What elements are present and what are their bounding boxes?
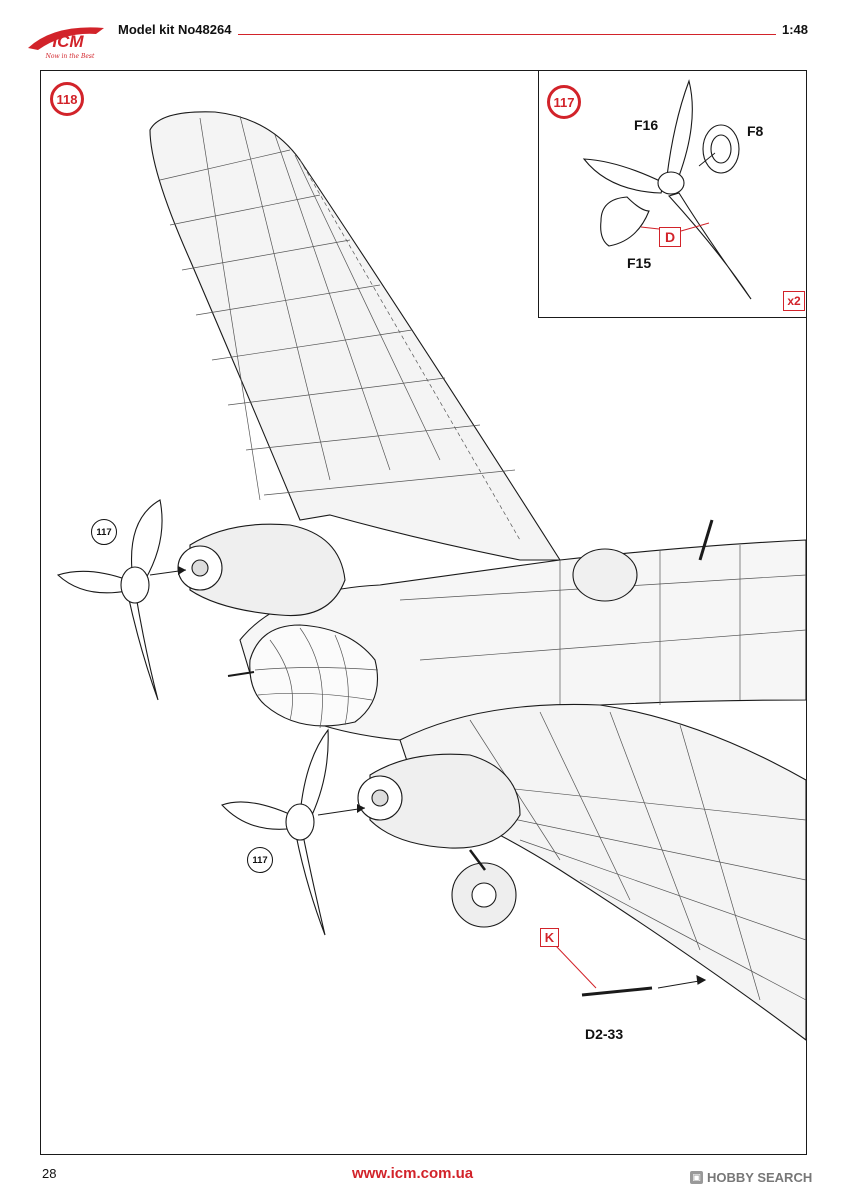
quantity-badge: x2 [783, 291, 805, 311]
page-number: 28 [42, 1166, 57, 1181]
upper-engine-nacelle [189, 523, 346, 617]
blade-left [582, 158, 665, 194]
part-label-f16: F16 [634, 117, 659, 133]
lower-engine-nacelle [369, 753, 521, 849]
scale-label: 1:48 [782, 22, 809, 37]
header-rule [238, 34, 776, 35]
website-link[interactable]: www.icm.com.ua [352, 1165, 474, 1182]
step-118-badge: 118 [50, 82, 84, 116]
upper-propeller [56, 499, 163, 701]
upper-wing [149, 111, 562, 561]
hobby-search-watermark: ▣ HOBBY SEARCH [690, 1170, 812, 1185]
blade-up [666, 79, 693, 177]
step-117-badge: 117 [547, 85, 581, 119]
step-117-inset: 117 F16 F8 F15 D x2 [538, 70, 807, 318]
paint-code-k: K [540, 928, 559, 947]
spinner-part [600, 196, 650, 247]
blade-down [668, 192, 752, 300]
logo-text: ICM [52, 32, 84, 51]
hobby-search-icon: ▣ [690, 1171, 703, 1184]
model-kit-title: Model kit No48264 [118, 22, 232, 37]
propeller-exploded-view [582, 79, 752, 300]
glazed-nose [249, 624, 379, 727]
paint-code-d: D [659, 227, 681, 247]
logo-tagline: Now in the Best [45, 53, 95, 60]
part-label-f15: F15 [627, 255, 652, 271]
dorsal-turret [572, 548, 638, 602]
ref-117-bottom-badge: 117 [247, 847, 273, 873]
fuselage [239, 539, 806, 741]
upper-wing-panels [159, 115, 521, 541]
antenna-paint-leader [555, 945, 597, 989]
part-label-f8: F8 [747, 123, 764, 139]
antenna-rod [581, 986, 653, 997]
watermark-text: HOBBY SEARCH [707, 1170, 813, 1185]
lower-propeller [221, 728, 329, 936]
ref-117-top-badge: 117 [91, 519, 117, 545]
antenna-part-label: D2-33 [585, 1026, 624, 1042]
instruction-frame [40, 70, 807, 1155]
icm-logo: ICM Now in the Best [28, 27, 104, 60]
